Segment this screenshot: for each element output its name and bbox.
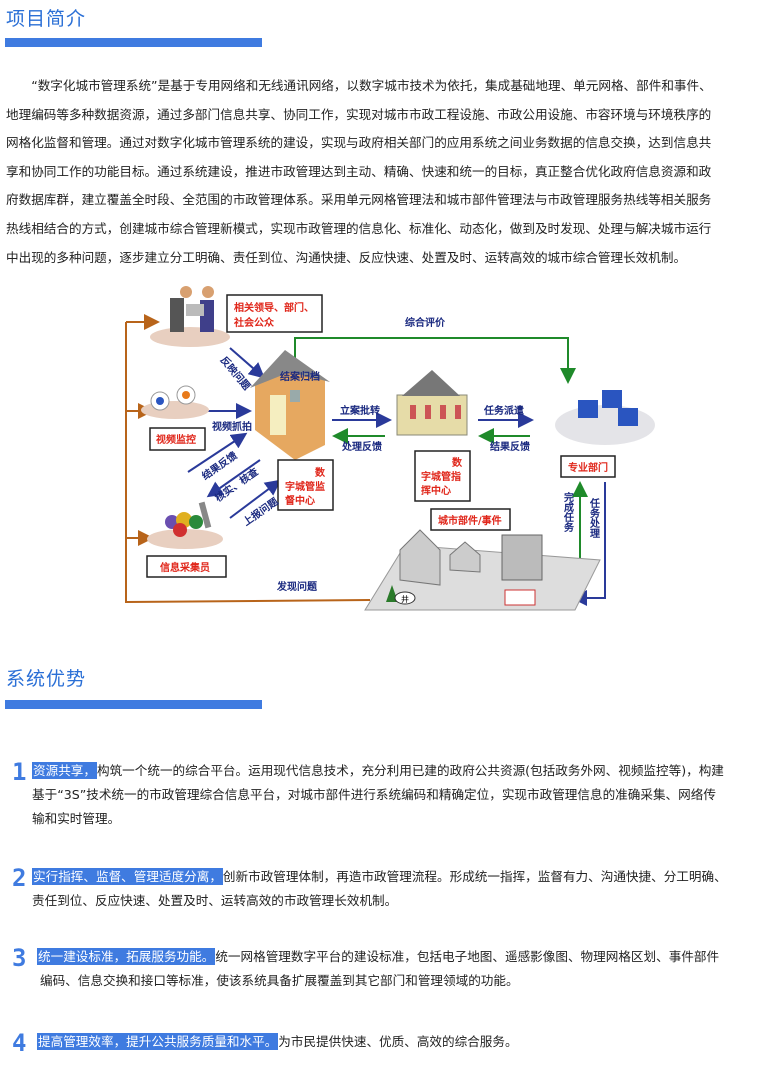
archive-label: 结案归档 — [280, 370, 320, 383]
department-buildings — [555, 390, 655, 445]
intro-paragraph: “数字化城市管理系统”是基于专用网络和无线通讯网络，以数字城市技术为依托，集成基… — [6, 72, 780, 272]
video-camera-icon — [141, 385, 209, 419]
advantages-title-bar — [5, 700, 262, 709]
item-text: 创新市政管理体制，再造市政管理流程。形成统一指挥，监督有力、沟通快捷、分工明确、 — [222, 869, 727, 884]
intro-line: 地理编码等多种数据资源，通过多部门信息共享、协同工作，实现对城市市政工程设施、市… — [6, 106, 712, 122]
command-center-label-3: 挥中心 — [421, 484, 451, 497]
advantages-title: 系统优势 — [6, 668, 87, 690]
task-process-label: 任务处理 — [588, 497, 601, 538]
item-number: 4 — [12, 1029, 27, 1057]
intro-line: 热线相结合的方式，创建城市综合管理新模式，实现市政管理的信息化、标准化、动态化，… — [6, 220, 712, 236]
label-boxes — [146, 294, 616, 578]
item-text: 责任到位、反应快速、处置及时、运转高效的市政管理长效机制。 — [32, 893, 398, 908]
command-center-label-2: 字城管指 — [421, 470, 461, 483]
dispatch-label: 任务派遣 — [483, 404, 524, 417]
find-problem-label: 发现问题 — [276, 580, 318, 593]
item-text: 统一网格管理数字平台的建设标准，包括电子地图、遥感影像图、物理网格区划、事件部件 — [215, 949, 720, 964]
collector-label: 信息采集员 — [160, 561, 210, 574]
department-label: 专业部门 — [568, 461, 608, 474]
advantage-item-3: 3 统一建设标准，拓展服务功能。统一网格管理数字平台的建设标准，包括电子地图、遥… — [12, 945, 719, 993]
video-monitor-label: 视频监控 — [156, 433, 196, 446]
item-text: 输和实时管理。 — [32, 811, 121, 826]
system-flow-diagram: 井 相关领导、部门、 社会公众 视频监控 数 字城管监 督中心 数 字城管指 — [120, 280, 680, 620]
item-highlight: 统一建设标准，拓展服务功能。 — [37, 948, 216, 965]
item-highlight: 提高管理效率，提升公共服务质量和水平。 — [37, 1033, 279, 1050]
blue-arrows — [187, 347, 606, 606]
supervision-center-label-3: 督中心 — [285, 494, 315, 507]
find-problem-loop — [125, 314, 371, 604]
item-number: 3 — [12, 944, 27, 972]
item-number: 2 — [12, 864, 27, 892]
item-number: 1 — [12, 758, 27, 786]
result-feedback-right-label: 结果反馈 — [490, 440, 530, 453]
evaluation-label: 综合评价 — [405, 316, 446, 329]
intro-line: 府数据库群，建立覆盖全时段、全范围的市政管理体系。采用单元网格管理法和城市部件管… — [6, 192, 712, 208]
upload-problem-label: 上报问题 — [240, 494, 281, 528]
intro-title: 项目简介 — [6, 8, 87, 30]
video-capture-label: 视频抓拍 — [212, 420, 252, 433]
intro-line: 网格化监督和管理。通过对数字化城市管理系统的建设，实现与政府相关部门的应用系统之… — [6, 135, 712, 151]
supervision-center-label-2: 字城管监 — [285, 480, 325, 493]
command-center-building — [396, 370, 468, 436]
public-label-2: 社会公众 — [233, 316, 275, 329]
advantage-item-4: 4 提高管理效率，提升公共服务质量和水平。为市民提供快速、优质、高效的综合服务。 — [12, 1029, 518, 1057]
complete-task-label: 完成任务 — [562, 491, 575, 533]
item-text: 基于“3S”技术统一的市政管理综合信息平台，对城市部件进行系统编码和精确定位，实… — [32, 787, 716, 802]
supervision-center-label: 数 — [315, 466, 326, 479]
intro-title-bar — [5, 38, 262, 47]
public-people-icon — [150, 286, 230, 347]
command-center-label: 数 — [452, 456, 463, 469]
process-feedback-label: 处理反馈 — [341, 440, 382, 453]
advantage-item-1: 1 资源共享，构筑一个统一的综合平台。运用现代信息技术，充分利用已建的政府公共资… — [12, 759, 724, 831]
city-scene-illustration: 井 — [364, 529, 601, 611]
intro-line: 享和协同工作的功能目标。通过系统建设，推进市政管理达到主动、精确、快速和统一的目… — [6, 163, 712, 179]
report-problem-label: 反映问题 — [218, 354, 254, 394]
item-text: 编码、信息交换和接口等标准，使该系统具备扩展覆盖到其它部门和管理领域的功能。 — [40, 973, 519, 988]
public-label: 相关领导、部门、 — [234, 301, 314, 314]
well-label: 井 — [401, 594, 409, 604]
city-parts-label: 城市部件/事件 — [438, 514, 502, 527]
intro-line: 中出现的多种问题，逐步建立分工明确、责任到位、沟通快捷、反应快速、处置及时、运转… — [6, 249, 687, 265]
item-text: 构筑一个统一的综合平台。运用现代信息技术，充分利用已建的政府公共资源(包括政务外… — [96, 763, 724, 778]
collector-people-icon — [147, 501, 223, 549]
item-highlight: 资源共享， — [32, 762, 97, 779]
item-text: 为市民提供快速、优质、高效的综合服务。 — [278, 1034, 518, 1049]
file-transfer-label: 立案批转 — [340, 404, 380, 417]
item-highlight: 实行指挥、监督、管理适度分离， — [32, 868, 223, 885]
supervision-center-building — [250, 350, 330, 460]
intro-line: “数字化城市管理系统”是基于专用网络和无线通讯网络，以数字城市技术为依托，集成基… — [6, 78, 712, 93]
advantage-item-2: 2 实行指挥、监督、管理适度分离，创新市政管理体制，再造市政管理流程。形成统一指… — [12, 865, 727, 913]
